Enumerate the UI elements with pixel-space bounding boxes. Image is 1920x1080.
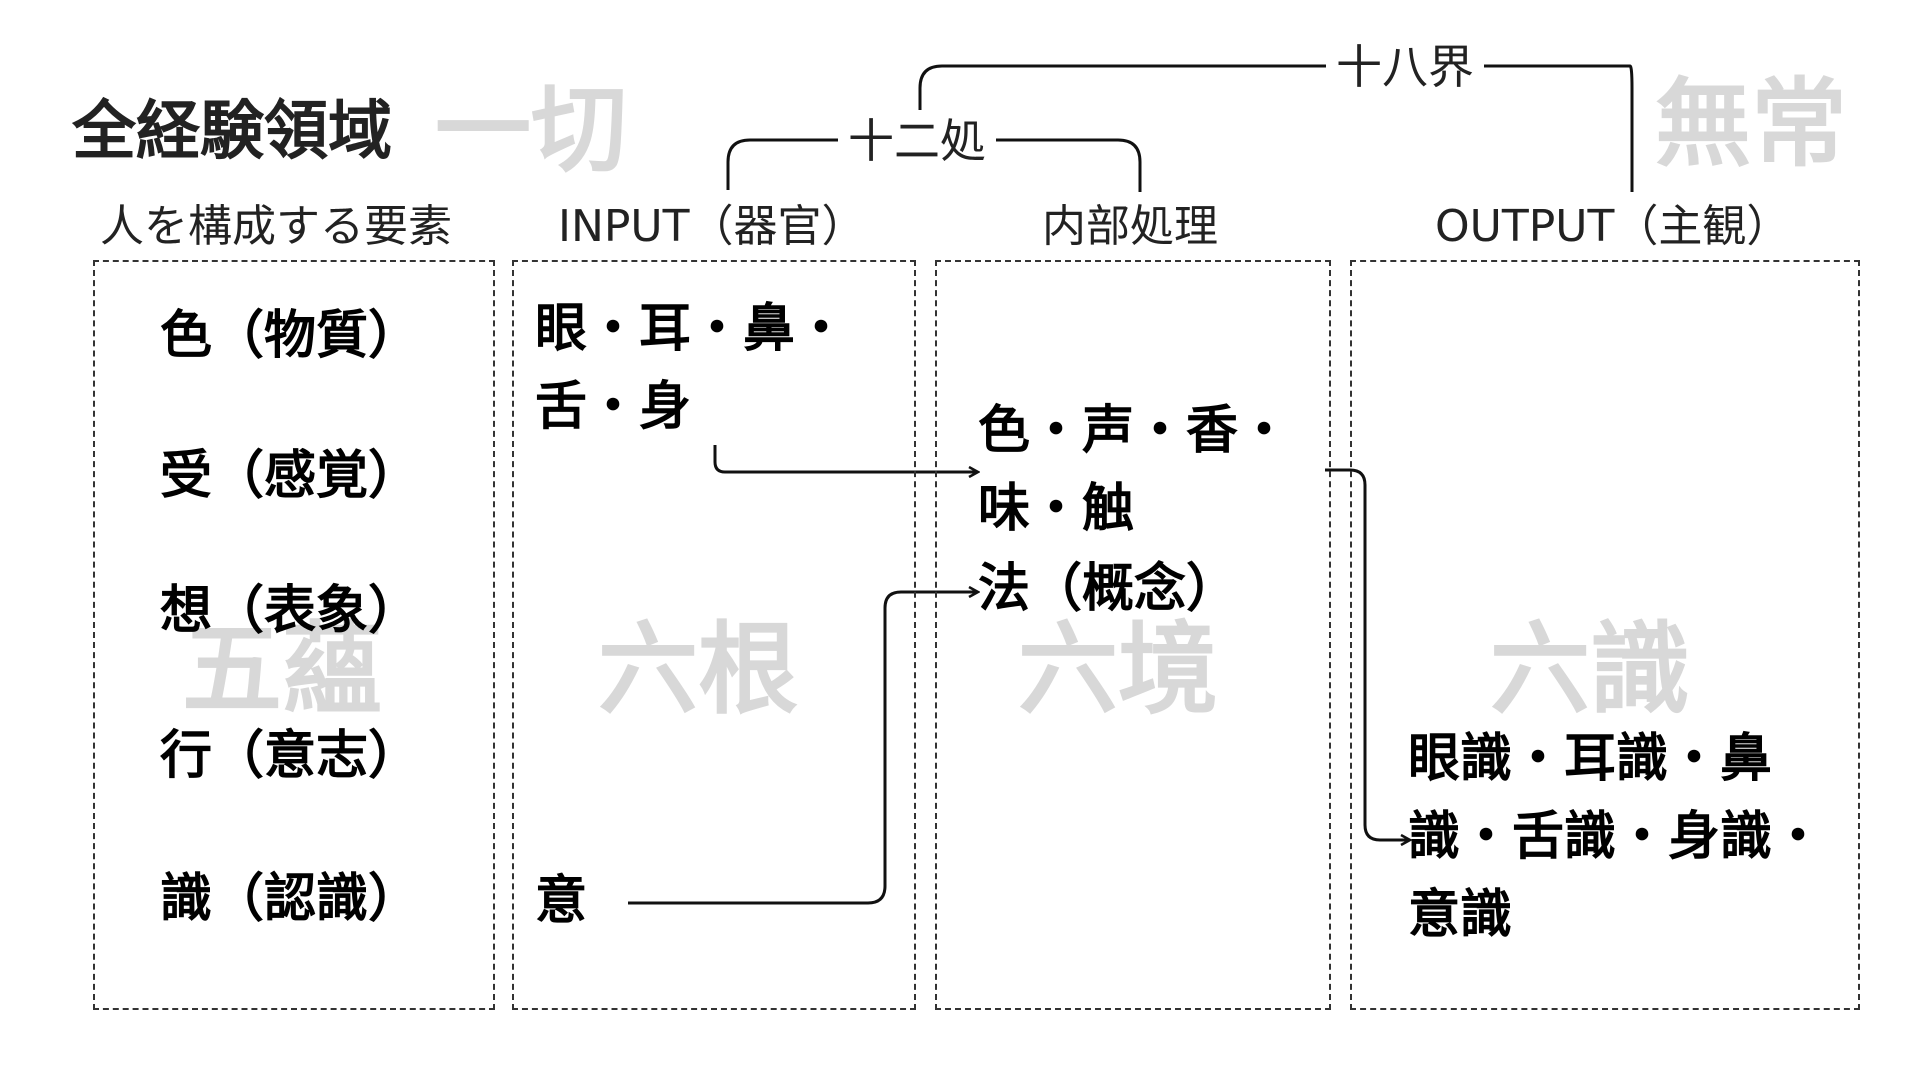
watermark-mujo: 無常 <box>1655 68 1847 180</box>
skandha-item-shiki: 色（物質） <box>160 306 421 366</box>
arrow-mind-to-dharma <box>628 592 978 905</box>
page-title: 全経験領域 <box>72 95 392 169</box>
watermark-issai: 一切 <box>435 74 627 186</box>
column-box-input <box>512 260 916 1010</box>
skandha-item-shiki-consciousness: 識（認識） <box>160 869 421 929</box>
column-box-processing <box>935 260 1331 1010</box>
skandha-item-gyo: 行（意志） <box>160 726 421 786</box>
watermark-rokushiki: 六識 <box>1490 611 1690 728</box>
header-input: INPUT（器官） <box>558 201 866 252</box>
column-box-skandha <box>93 260 495 1010</box>
input-item-five-senses: 眼・耳・鼻・舌・身 <box>535 299 848 437</box>
watermark-rokkyou: 六境 <box>1018 611 1218 728</box>
column-box-output <box>1350 260 1860 1010</box>
header-skandha: 人を構成する要素 <box>100 201 452 252</box>
brace-label-juuhachikai: 十八界 <box>1326 44 1484 90</box>
processing-item-sense-objects: 色・声・香・味・触 <box>978 401 1291 539</box>
watermark-goun: 五蘊 <box>182 611 382 728</box>
output-item-consciousnesses: 眼識・耳識・鼻識・舌識・身識・意識 <box>1408 729 1825 945</box>
header-output: OUTPUT（主観） <box>1435 201 1791 252</box>
brace-juuhachikai <box>918 64 1634 192</box>
skandha-item-so: 想（表象） <box>160 581 421 641</box>
arrow-objects-to-consciousness <box>1325 468 1410 840</box>
processing-item-dharma: 法（概念） <box>978 559 1239 619</box>
skandha-item-ju: 受（感覚） <box>160 446 421 506</box>
arrow-senses-to-objects <box>713 445 978 472</box>
header-processing: 内部処理 <box>1042 201 1218 252</box>
input-item-mind: 意 <box>535 871 588 931</box>
brace-label-juunisho: 十二処 <box>838 118 996 164</box>
watermark-rokkon: 六根 <box>598 611 798 728</box>
